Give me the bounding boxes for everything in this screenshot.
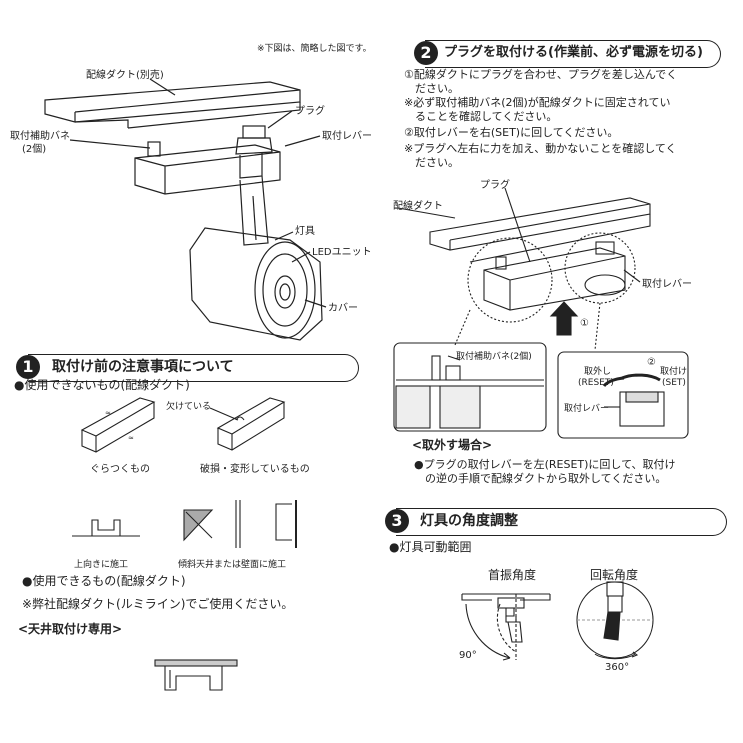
svg-text:≈: ≈ — [105, 409, 111, 417]
range-heading: ●灯具可動範囲 — [389, 540, 472, 554]
top-note: ※下図は、簡略した図です。 — [257, 44, 372, 54]
remove-label: 取外し — [584, 367, 612, 377]
section3-header — [396, 508, 727, 536]
plug-label: プラグ — [295, 106, 325, 117]
removal-heading: <取外す場合> — [412, 438, 493, 452]
lever-label-3: 取付レバー — [564, 404, 610, 414]
set-label: (SET) — [662, 378, 686, 388]
step-line: ることを確認してください。 — [404, 110, 558, 123]
recommend-note: ※弊社配線ダクト(ルミライン)でご使用ください。 — [22, 597, 294, 611]
section1-title: 取付け前の注意事項について — [52, 359, 234, 375]
lever-label-2: 取付レバー — [642, 279, 692, 290]
rotate-number: ② — [647, 357, 656, 368]
plug-label-2: プラグ — [480, 180, 510, 191]
rotate-label: 回転角度 — [590, 568, 639, 582]
spring-count-label: (2個) — [22, 144, 47, 155]
section1-header — [28, 354, 359, 382]
step-line: ①配線ダクトにプラグを合わせ、プラグを差し込んでく — [404, 68, 678, 81]
section2-title: プラグを取付ける(作業前、必ず電源を切る) — [444, 45, 703, 60]
step-line: ②取付レバーを右(SET)に回してください。 — [404, 126, 619, 139]
unusable-heading: ●使用できないもの(配線ダクト) — [14, 378, 190, 392]
step-line: ださい。 — [404, 156, 459, 169]
wobbly-label: ぐらつくもの — [90, 464, 150, 475]
duct-label-2: 配線ダクト — [393, 201, 443, 212]
removal-text: ●プラグの取付レバーを左(RESET)に回して、取付け — [414, 458, 676, 471]
lever-label: 取付レバー — [322, 131, 372, 142]
usable-heading: ●使用できるもの(配線ダクト) — [22, 574, 186, 588]
tilt-label: 首振角度 — [488, 568, 537, 582]
arrow-number: ① — [580, 318, 589, 329]
upward-install-label: 上向きに施工 — [74, 560, 129, 570]
led-unit-label: LEDユニット — [312, 247, 372, 258]
section3-title: 灯具の角度調整 — [420, 513, 518, 529]
section1-number: 1 — [16, 355, 40, 379]
rotate-value: 360° — [605, 662, 630, 673]
svg-text:≈: ≈ — [128, 434, 134, 442]
slanted-install-label: 傾斜天井または壁面に施工 — [178, 560, 287, 570]
spring-label: 取付補助バネ — [10, 131, 70, 142]
duct-label: 配線ダクト(別売) — [86, 70, 164, 81]
section2-number: 2 — [414, 41, 438, 65]
reset-label: (RESET) — [578, 378, 614, 388]
attach-label: 取付け — [660, 367, 688, 377]
step-line: ださい。 — [404, 82, 459, 95]
tilt-value: 90° — [459, 650, 477, 661]
removal-text: の逆の手順で配線ダクトから取外してください。 — [414, 472, 667, 485]
missing-label: 欠けている — [166, 402, 212, 412]
spring-label-2: 取付補助バネ(2個) — [456, 352, 532, 362]
ceiling-only-heading: <天井取付け専用> — [18, 622, 123, 636]
step-line: ※プラグへ左右に力を加え、動かないことを確認してく — [404, 142, 677, 155]
section2-header — [425, 40, 721, 68]
cover-label: カバー — [328, 303, 358, 314]
section3-number: 3 — [385, 509, 409, 533]
fixture-label: 灯具 — [295, 226, 315, 237]
damaged-label: 破損・変形しているもの — [200, 464, 310, 475]
step-line: ※必ず取付補助バネ(2個)が配線ダクトに固定されてい — [404, 96, 671, 109]
